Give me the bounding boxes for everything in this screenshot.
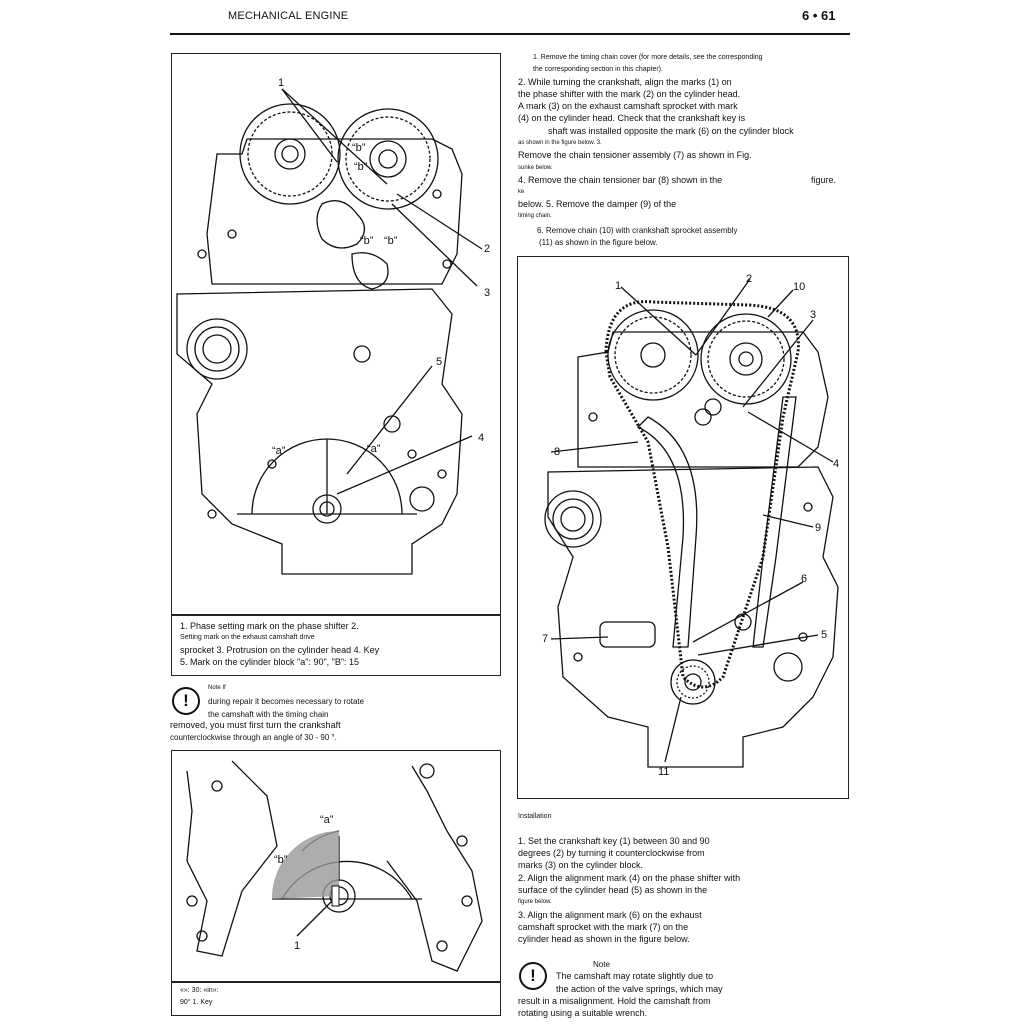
caption-divider <box>172 614 500 616</box>
fig1-caption-line: 5. Mark on the cylinder block "a": 90", … <box>180 657 360 667</box>
fig2-callout-11: 11 <box>658 766 669 778</box>
installation-line: degrees (2) by turning it counterclockwi… <box>518 848 705 858</box>
instruction-line: below. 5. Remove the damper (9) of the <box>518 199 677 209</box>
note1-line: during repair it becomes necessary to ro… <box>208 697 365 706</box>
fig1-callout-4: 4 <box>478 432 484 444</box>
fig1-caption-line: Setting mark on the exhaust camshaft dri… <box>180 634 315 641</box>
fig1-callout-2: 2 <box>484 243 490 255</box>
fig3-caption-line: 90° 1. Key <box>180 999 213 1006</box>
note1-label: Note If <box>208 685 226 691</box>
fig2-callout-6: 6 <box>801 573 807 585</box>
fig1-label-b2: “b” <box>354 161 368 173</box>
instruction-line: timing chain. <box>518 213 552 219</box>
fig1-label-b3: “b” <box>360 235 374 247</box>
fig2-callout-1: 1 <box>615 280 621 292</box>
note1-line: the camshaft with the timing chain <box>208 710 329 719</box>
running-header-title: MECHANICAL ENGINE <box>228 10 349 22</box>
instruction-line: sunke below. <box>518 165 553 171</box>
fig2-callout-2: 2 <box>746 273 752 285</box>
fig2-callout-7: 7 <box>542 633 548 645</box>
fig1-callout-1: 1 <box>278 77 284 89</box>
figure-timing-marks: 1 2 3 4 5 “b” “b” “b” “b” “a” “a” 1. Pha… <box>171 53 501 676</box>
installation-line: cylinder head as shown in the figure bel… <box>518 934 690 944</box>
fig1-label-a2: “a” <box>367 443 381 455</box>
installation-line: 1. Set the crankshaft key (1) between 30… <box>518 836 710 846</box>
chain-drawing: 1 2 3 4 5 6 7 8 9 10 11 <box>542 273 839 778</box>
engine-front-drawing: 1 2 3 4 5 “b” “b” “b” “b” “a” “a” <box>176 77 490 575</box>
fig2-callout-10: 10 <box>793 281 805 293</box>
fig3-callout-1: 1 <box>294 940 300 952</box>
installation-line: surface of the cylinder head (5) as show… <box>518 885 708 895</box>
instruction-line: (11) as shown in the figure below. <box>539 238 658 247</box>
page-number: 6 • 61 <box>802 8 836 23</box>
instruction-line: 4. Remove the chain tensioner bar (8) sh… <box>518 175 723 185</box>
fig1-label-a1: “a” <box>272 445 286 457</box>
installation-line: 3. Align the alignment mark (6) on the e… <box>518 910 702 920</box>
figure-chain-removal: 1 2 3 4 5 6 7 8 9 10 11 <box>517 256 849 799</box>
instruction-line: 2. While turning the crankshaft, align t… <box>518 77 732 87</box>
fig1-caption-line: 1. Phase setting mark on the phase shift… <box>180 621 359 631</box>
installation-line: 2. Align the alignment mark (4) on the p… <box>518 873 741 883</box>
fig2-callout-8: 8 <box>554 446 560 458</box>
instruction-line: Remove the chain tensioner assembly (7) … <box>518 150 752 160</box>
installation-line: marks (3) on the cylinder block. <box>518 860 644 870</box>
fig3-label-b: “b” <box>274 854 288 866</box>
fig3-caption-line: «»: 30: «in»: <box>180 987 219 994</box>
instruction-line: (4) on the cylinder head. Check that the… <box>518 113 746 123</box>
fig1-callout-3: 3 <box>484 287 490 299</box>
fig2-callout-3: 3 <box>810 309 816 321</box>
instruction-line: A mark (3) on the exhaust camshaft sproc… <box>518 101 738 111</box>
figure-key-angle: “a” “b” 1 «»: 30: «in»: 90° 1. Key <box>171 750 501 1016</box>
fig1-label-b4: “b” <box>384 235 398 247</box>
note2-line: rotating using a suitable wrench. <box>518 1008 648 1018</box>
note1-line: counterclockwise through an angle of 30 … <box>170 733 337 742</box>
key-angle-drawing: “a” “b” 1 <box>186 760 483 972</box>
instruction-line: as shown in the figure below. 3. <box>518 140 602 146</box>
note2-line: The camshaft may rotate slightly due to <box>556 971 714 981</box>
instruction-line: figure. <box>811 175 837 185</box>
fig1-label-b1: “b” <box>352 142 366 154</box>
instruction-line: the phase shifter with the mark (2) on t… <box>518 89 741 99</box>
caption-divider <box>172 981 500 983</box>
note2-label: Note <box>593 960 610 969</box>
instruction-line: the corresponding section in this chapte… <box>533 66 663 73</box>
instruction-line: 1. Remove the timing chain cover (for mo… <box>533 54 763 61</box>
warning-icon: ! <box>519 962 547 990</box>
instruction-line: shaft was installed opposite the mark (6… <box>548 126 794 136</box>
instruction-line: 6. Remove chain (10) with crankshaft spr… <box>537 226 738 235</box>
installation-line: figure below. <box>518 899 552 905</box>
fig2-callout-9: 9 <box>815 522 821 534</box>
installation-heading: Installation <box>518 813 552 820</box>
fig2-callout-5: 5 <box>821 629 827 641</box>
note2-line: the action of the valve springs, which m… <box>556 984 723 994</box>
note1-line: removed, you must first turn the cranksh… <box>170 720 341 730</box>
note2-line: result in a misalignment. Hold the camsh… <box>518 996 711 1006</box>
fig1-callout-5: 5 <box>436 356 442 368</box>
fig3-label-a: “a” <box>320 814 334 826</box>
fig2-callout-4: 4 <box>833 458 839 470</box>
instruction-line: ke <box>518 189 525 195</box>
installation-line: camshaft sprocket with the mark (7) on t… <box>518 922 689 932</box>
header-rule <box>170 33 850 35</box>
fig1-caption-line: sprocket 3. Protrusion on the cylinder h… <box>180 645 380 655</box>
warning-icon: ! <box>172 687 200 715</box>
